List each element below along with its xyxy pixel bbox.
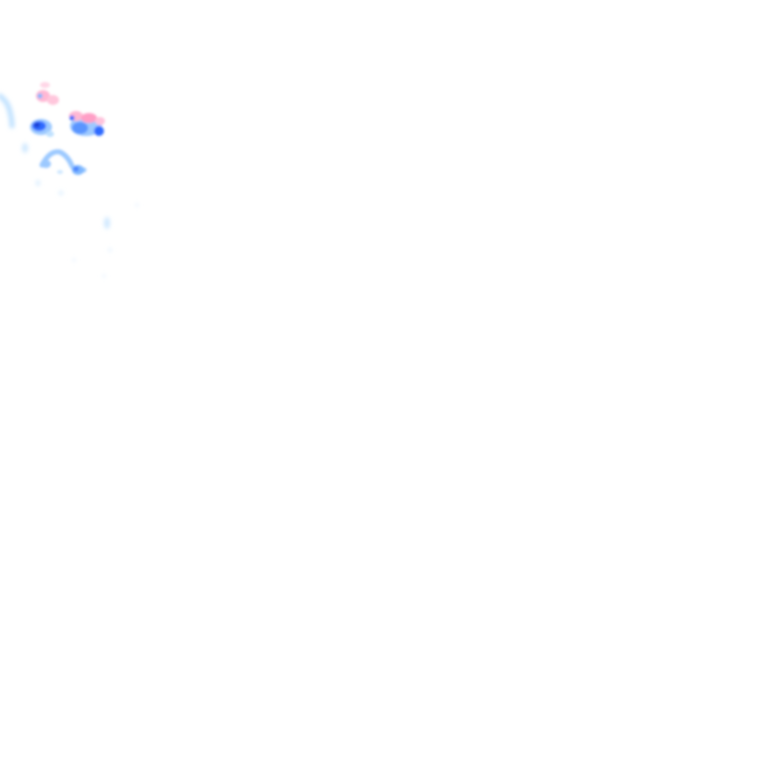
snow-cell-north <box>36 82 59 105</box>
echo-cluster-left-edge <box>0 93 28 153</box>
rain-cell-west <box>30 119 54 137</box>
mixed-cell-northeast <box>69 111 105 136</box>
scattered-light-echoes <box>36 180 139 278</box>
rain-band-south <box>39 149 87 175</box>
